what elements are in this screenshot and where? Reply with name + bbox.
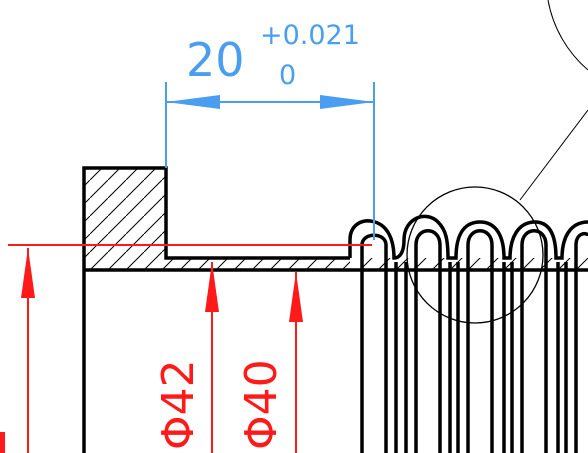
coil-hatch [356,258,588,270]
red-edge-fragment [0,432,5,453]
large-arc-outline [547,0,588,71]
red-arrow-phi40 [289,272,303,322]
diameter-label-phi40: Φ40 [236,359,287,450]
coil-spring-outer-walls [394,262,568,453]
diameter-label-phi42: Φ42 [153,359,204,450]
detail-circle [406,186,544,324]
red-dimensions: Φ42 Φ40 [0,244,372,453]
dimension-value: 20 [186,33,245,87]
detail-leader-line [519,109,588,201]
tolerance-lower: 0 [279,60,296,91]
red-arrow-phi42 [205,262,219,312]
red-arrow-left [21,248,35,298]
hatched-groove [166,258,350,270]
blue-dimension: 20 +0.021 0 [165,20,375,240]
blue-arrow-left [166,95,220,109]
tolerance-upper: +0.021 [260,20,360,51]
hatched-section [84,168,166,270]
blue-arrow-right [320,95,374,109]
